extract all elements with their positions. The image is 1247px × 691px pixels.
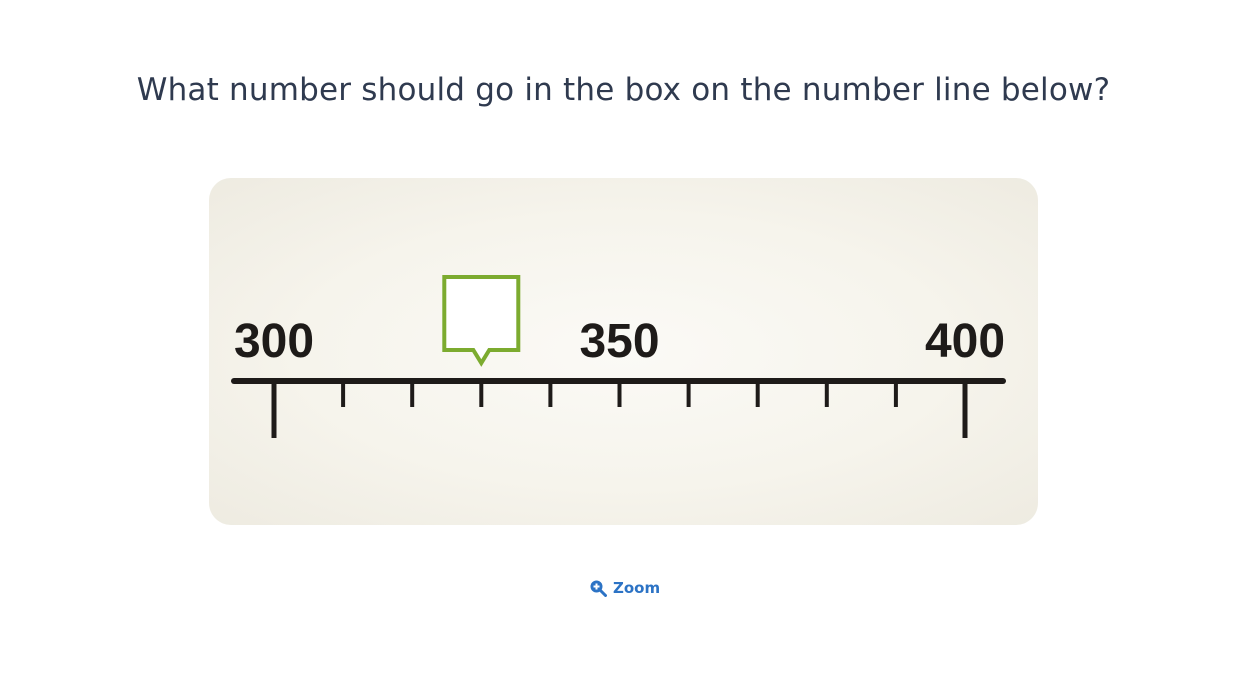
number-line-labels: 300 350 400 bbox=[234, 315, 1005, 368]
tick-label: 400 bbox=[925, 315, 1005, 368]
zoom-button[interactable]: Zoom bbox=[589, 577, 660, 599]
tick-label: 350 bbox=[579, 315, 659, 368]
answer-box bbox=[442, 275, 521, 367]
number-line-figure: 300 350 400 bbox=[209, 178, 1038, 525]
answer-box-callout bbox=[442, 275, 521, 367]
zoom-in-icon bbox=[590, 580, 607, 597]
zoom-label: Zoom bbox=[613, 579, 661, 597]
number-line-ticks bbox=[271, 381, 968, 438]
tick-label: 300 bbox=[234, 315, 314, 368]
number-line-diagram: 300 350 400 bbox=[231, 275, 1006, 438]
question-text: What number should go in the box on the … bbox=[136, 72, 1111, 108]
